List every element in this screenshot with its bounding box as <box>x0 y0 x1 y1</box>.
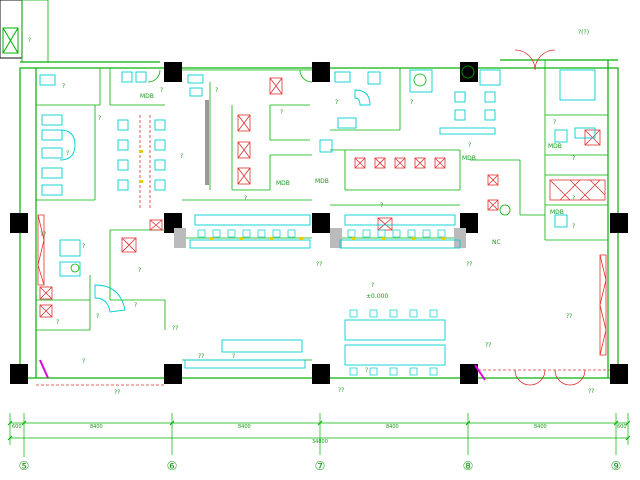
partitions <box>36 60 608 379</box>
label-lobby-left: ? <box>82 358 85 365</box>
label-mdb-4: MDB <box>140 93 154 100</box>
label-door-2: ?? <box>316 261 322 268</box>
column <box>610 364 628 384</box>
label-counter: ? <box>134 302 137 309</box>
label-office-mid: ? <box>244 195 247 202</box>
dim-total: 34800 <box>312 439 328 445</box>
label-c-exit: ?? <box>198 353 204 360</box>
room-labels: ? ? ? ? ? ? ? ? ? ? ? ? ? ?(?) ? ? ? ? ?… <box>28 29 594 396</box>
label-elev-hall: ? <box>553 119 556 126</box>
label-display: ? <box>365 367 368 374</box>
label-hall-main: ? <box>371 282 374 289</box>
dim-segment-4: 8400 <box>386 424 399 430</box>
axis-8: ⑧ <box>463 459 474 473</box>
axis-6: ⑥ <box>167 459 178 473</box>
label-mdb-3: MDB <box>315 178 329 185</box>
column <box>10 364 28 384</box>
label-office-right: ? <box>468 142 471 149</box>
dimension-values: 600 8400 8400 8400 8400 600 34800 <box>12 424 627 445</box>
label-corridor: ? <box>410 99 413 106</box>
dim-segment-2: 8400 <box>90 424 103 430</box>
doors <box>39 49 586 386</box>
label-ne-entrance: ?(?) <box>578 29 589 36</box>
label-right-room-a: ? <box>572 155 575 162</box>
label-product-display: ? <box>98 115 101 122</box>
label-hall-level: ±0.000 <box>366 293 388 300</box>
dashed-boundaries <box>36 115 610 386</box>
column <box>610 213 628 233</box>
column <box>164 364 182 384</box>
label-screen-area: ? <box>232 353 235 360</box>
column <box>312 213 330 233</box>
column <box>312 364 330 384</box>
axis-7: ⑦ <box>315 459 326 473</box>
label-front-desk: ? <box>96 313 99 320</box>
axis-5: ⑤ <box>19 459 30 473</box>
columns <box>10 62 628 384</box>
yellow-markers <box>140 150 445 240</box>
dim-segment-6: 600 <box>617 424 627 430</box>
plants <box>70 65 511 273</box>
label-reading: ? <box>160 87 163 94</box>
label-nc: NC <box>492 239 501 246</box>
grid-axis-markers: ⑤ ⑥ ⑦ ⑧ ⑨ <box>19 445 622 473</box>
column <box>460 364 478 384</box>
label-s-exit-center: ?? <box>338 387 344 394</box>
label-mdb-right: MDB <box>550 209 564 216</box>
label-kiosk: ? <box>138 267 141 274</box>
label-door-4: ?? <box>172 325 178 332</box>
label-door-3: ?? <box>466 261 472 268</box>
label-fitness: ? <box>62 83 65 90</box>
furniture <box>39 69 596 369</box>
chairs <box>197 229 446 376</box>
label-fire-stair: ? <box>28 37 31 44</box>
column <box>312 62 330 82</box>
stair-box <box>0 0 49 63</box>
storage-cabinets <box>37 77 607 356</box>
label-right-room-c: ? <box>572 223 575 230</box>
label-r-exit: ?? <box>485 342 491 349</box>
column <box>460 62 478 82</box>
label-pres-room: ? <box>280 109 283 116</box>
dim-segment-5: 8400 <box>534 424 547 430</box>
label-mdb-1: MDB <box>462 155 476 162</box>
label-tea-room: ? <box>335 99 338 106</box>
label-se-exit: ?? <box>566 313 572 320</box>
label-left-office: ? <box>66 150 69 157</box>
hatched-walls <box>174 100 466 248</box>
label-right-room-b: ? <box>572 195 575 202</box>
label-office-top: ? <box>215 87 218 94</box>
label-mdb-2: MDB <box>276 180 290 187</box>
label-reception: ? <box>82 243 85 250</box>
label-service: ? <box>56 319 59 326</box>
dim-segment-1: 600 <box>12 424 22 430</box>
axis-9: ⑨ <box>611 459 622 473</box>
column <box>10 213 28 233</box>
label-office-center: ? <box>380 202 383 209</box>
label-s-exit-left: ?? <box>114 389 120 396</box>
label-door-1: ?? <box>40 231 46 238</box>
column <box>164 62 182 82</box>
label-mdb-5: MDB <box>548 143 562 150</box>
dimension-lines <box>9 413 629 455</box>
dim-segment-3: 8400 <box>238 424 251 430</box>
dimension-ticks <box>7 420 631 441</box>
label-studio: ? <box>180 153 183 160</box>
label-s-exit-right: ?? <box>588 388 594 395</box>
